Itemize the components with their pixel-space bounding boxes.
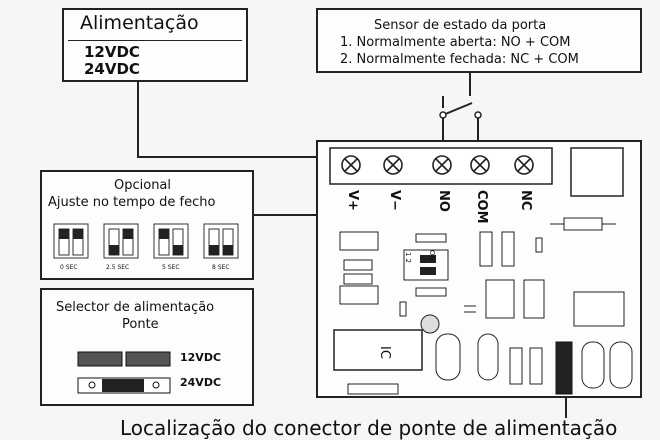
jumper-24v-pin-right xyxy=(152,381,160,389)
power-box: Alimentação 12VDC 24VDC xyxy=(62,8,248,82)
dip-switch-set xyxy=(53,223,239,259)
sensor-line-no: 1. Normalmente aberta: NO + COM xyxy=(340,35,571,50)
terminal-screws xyxy=(341,155,534,175)
component-left-3 xyxy=(343,273,373,285)
dip-switch-2-5sec xyxy=(103,223,139,259)
component-left-1 xyxy=(339,231,379,251)
sensor-box: Sensor de estado da porta 1. Normalmente… xyxy=(316,8,642,73)
component-v-1 xyxy=(479,231,493,267)
terminal-label-nc: NC xyxy=(518,190,533,211)
component-v-4 xyxy=(509,347,523,385)
component-box-2 xyxy=(523,279,545,319)
jumper-24v-cap xyxy=(102,379,144,392)
dip-label-0: 0 SEC xyxy=(60,264,78,271)
crystal-4 xyxy=(609,341,633,389)
terminal-label-v-plus: V+ xyxy=(345,190,360,211)
selector-box: Selector de alimentação Ponte 12VDC 24VD… xyxy=(40,288,254,406)
jumper-24v-pin-left xyxy=(88,381,96,389)
dip-label-1: 2.5 SEC xyxy=(106,264,130,271)
optional-title: Opcional xyxy=(114,178,172,193)
footer-caption: Localização do conector de ponte de alim… xyxy=(120,416,618,440)
resistor-top xyxy=(563,217,603,231)
board-dip-numbers: 1 2 xyxy=(404,252,412,264)
sensor-line-nc: 2. Normalmente fechada: NC + COM xyxy=(340,52,579,67)
component-left-4 xyxy=(339,285,379,305)
resistor-mid-2 xyxy=(415,287,447,297)
component-box-1 xyxy=(485,279,515,319)
component-left-2 xyxy=(343,259,373,271)
dip-switch-5sec xyxy=(153,223,189,259)
power-wire xyxy=(137,82,318,158)
resistor-bottom xyxy=(347,383,399,395)
selector-subtitle: Ponte xyxy=(122,317,159,332)
dip-switch-0sec xyxy=(53,223,89,259)
power-divider xyxy=(68,40,242,41)
power-line-12v: 12VDC xyxy=(84,43,140,61)
resistor-mid-1 xyxy=(415,233,447,243)
sensor-switch-arm xyxy=(442,102,473,116)
sensor-contact-1 xyxy=(439,111,447,119)
sensor-title: Sensor de estado da porta xyxy=(374,18,547,33)
dip-label-2: 5 SEC xyxy=(162,264,180,271)
power-title: Alimentação xyxy=(80,12,199,34)
sensor-contact-2 xyxy=(474,111,482,119)
ic-label: IC xyxy=(377,346,392,359)
component-v-3 xyxy=(535,237,543,253)
board-components xyxy=(329,147,633,395)
component-v-5 xyxy=(529,347,543,385)
relay xyxy=(570,147,624,197)
crystal-3 xyxy=(581,341,605,389)
dip-label-3: 8 SEC xyxy=(212,264,230,271)
crystal-2 xyxy=(477,333,499,381)
component-box-3 xyxy=(573,291,625,327)
circuit-board: V+ V− NO COM NC ON 1 2 IC xyxy=(316,140,642,398)
crystal-1 xyxy=(435,333,461,381)
trimmer xyxy=(420,314,440,334)
ic-chip xyxy=(333,329,423,371)
power-line-24v: 24VDC xyxy=(84,60,140,78)
jumper-12v-left xyxy=(77,351,123,367)
component-small xyxy=(399,301,407,317)
optional-box: Opcional Ajuste no tempo de fecho 0 SEC … xyxy=(40,170,254,280)
board-power-jumper xyxy=(555,341,573,395)
terminal-label-v-minus: V− xyxy=(387,190,402,211)
selector-title: Selector de alimentação xyxy=(56,300,215,315)
selector-option-12v: 12VDC xyxy=(180,351,222,364)
board-dip-on-label: ON xyxy=(428,250,436,261)
jumper-diagram xyxy=(77,351,171,394)
optional-subtitle: Ajuste no tempo de fecho xyxy=(48,195,216,210)
terminal-label-no: NO xyxy=(436,190,451,212)
selector-option-24v: 24VDC xyxy=(180,376,222,389)
component-v-2 xyxy=(501,231,515,267)
jumper-12v-right xyxy=(125,351,171,367)
dip-switch-8sec xyxy=(203,223,239,259)
terminal-label-com: COM xyxy=(474,190,489,224)
